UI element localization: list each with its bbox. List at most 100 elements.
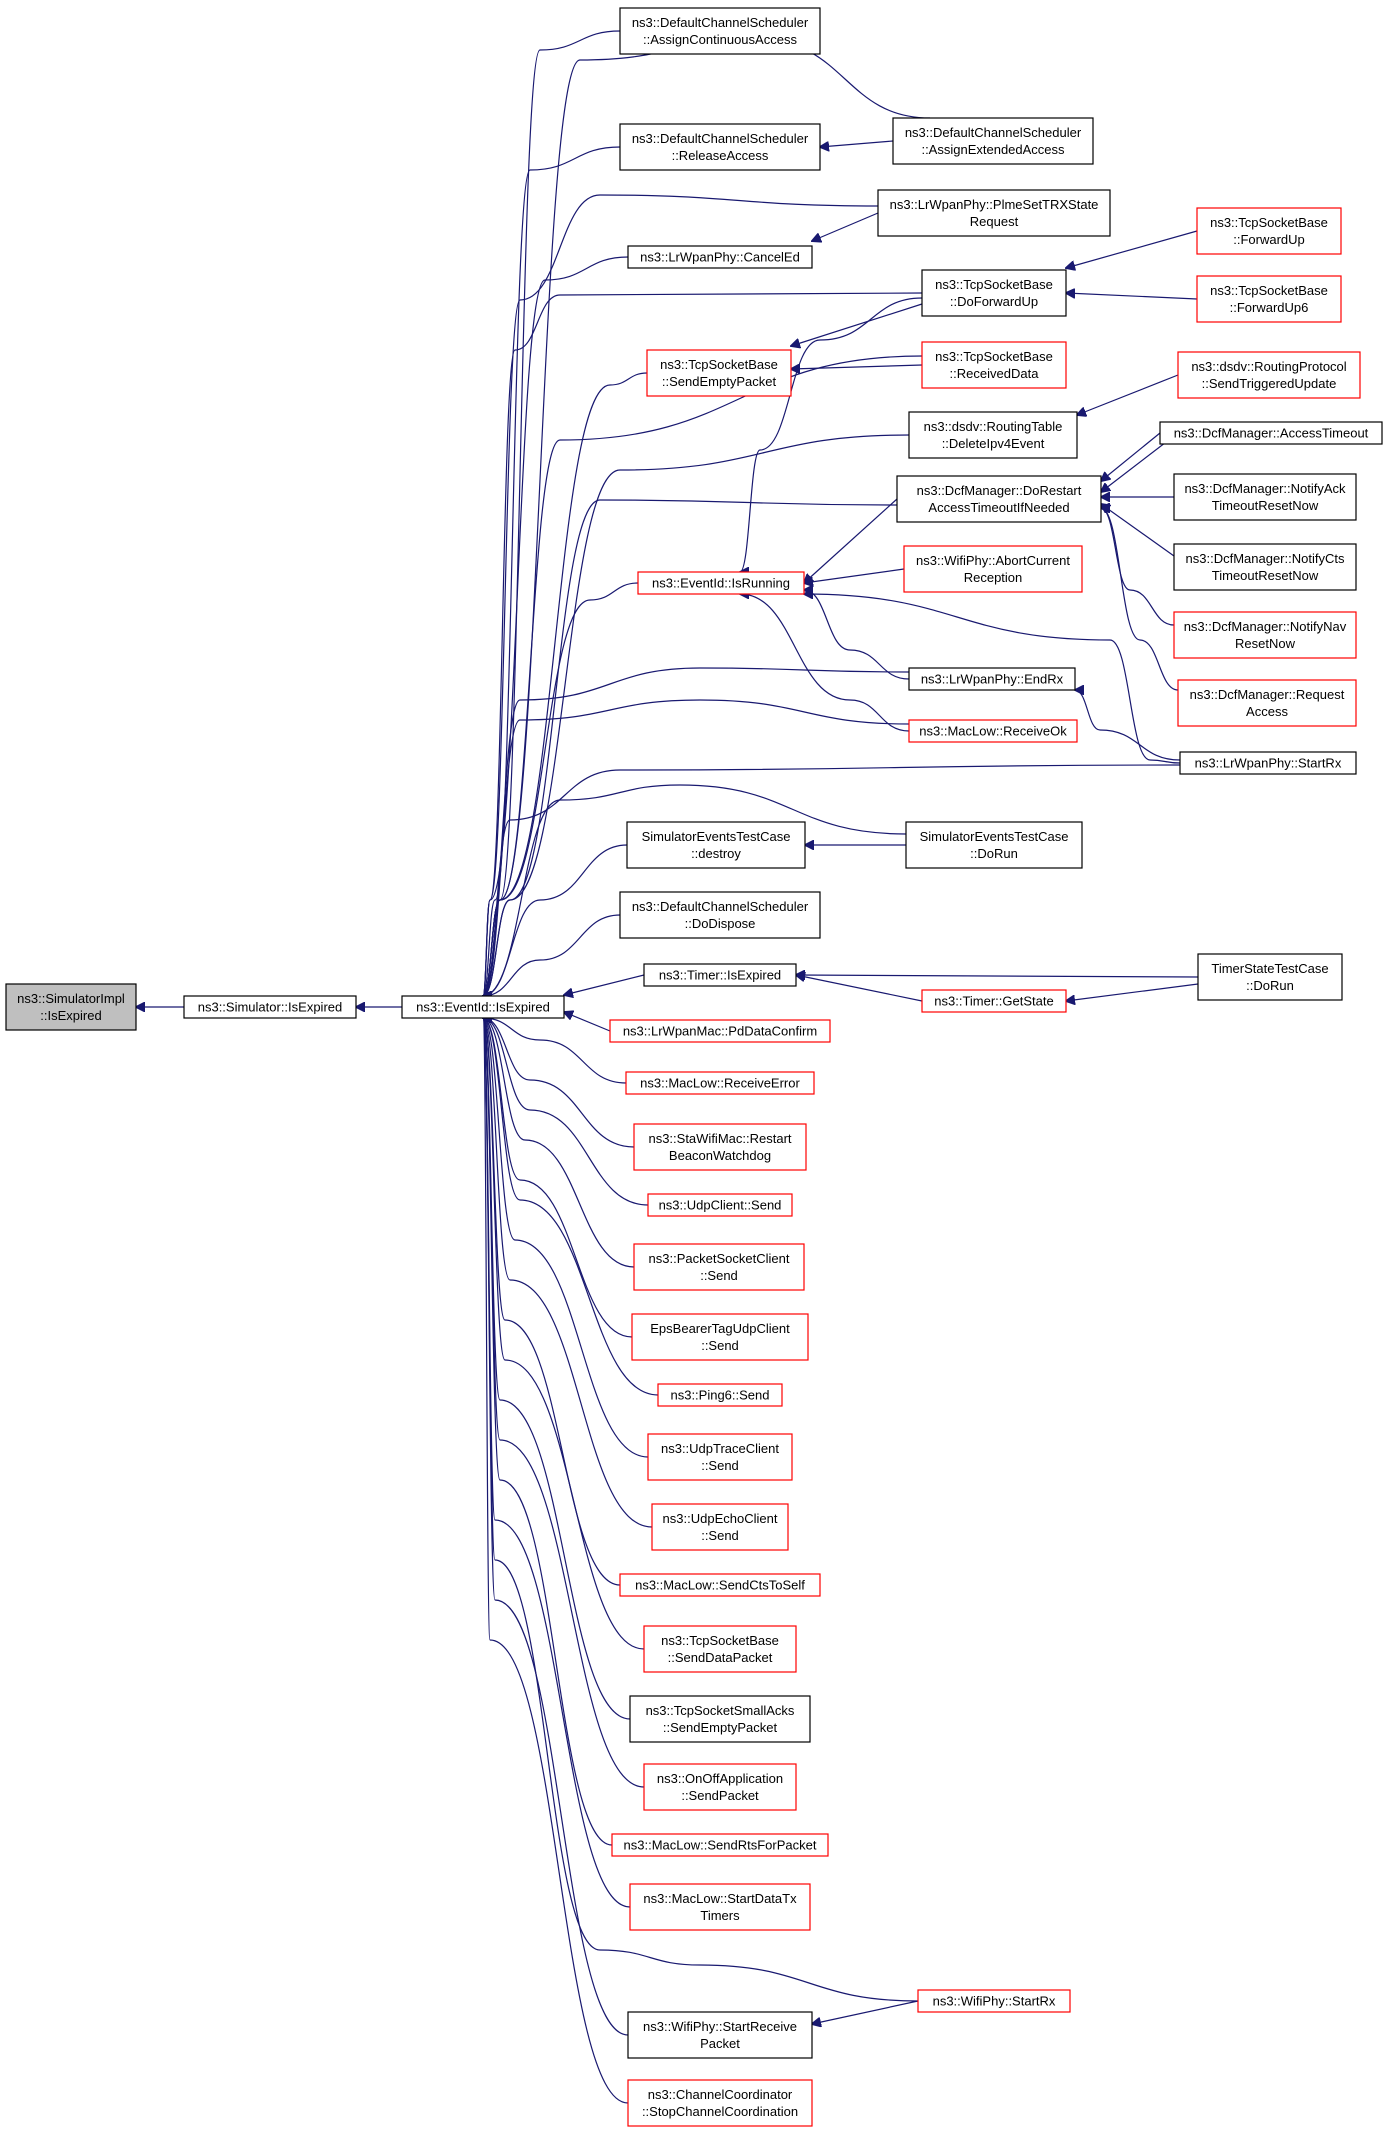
node-label: Access <box>1246 704 1288 719</box>
graph-node-utc-send[interactable]: ns3::UdpTraceClient::Send <box>647 1433 793 1481</box>
graph-node-tcp-fu6[interactable]: ns3::TcpSocketBase::ForwardUp6 <box>1196 275 1342 323</box>
graph-node-ping6-send[interactable]: ns3::Ping6::Send <box>657 1383 783 1407</box>
call-edge <box>483 1018 621 1586</box>
graph-node-dsdv-stu[interactable]: ns3::dsdv::RoutingProtocol::SendTriggere… <box>1177 351 1361 399</box>
node-label: ns3::PacketSocketClient <box>649 1251 790 1266</box>
node-box <box>1196 207 1342 255</box>
graph-node-lr-ce[interactable]: ns3::LrWpanPhy::CancelEd <box>627 245 813 269</box>
graph-node-tcp-fu[interactable]: ns3::TcpSocketBase::ForwardUp <box>1196 207 1342 255</box>
node-label: ResetNow <box>1235 636 1296 651</box>
node-box <box>657 1383 783 1407</box>
graph-node-dcs-aea[interactable]: ns3::DefaultChannelScheduler::AssignExte… <box>892 117 1094 165</box>
node-box <box>633 1123 807 1171</box>
graph-node-uec-send[interactable]: ns3::UdpEchoClient::Send <box>651 1503 789 1551</box>
node-label: ns3::OnOffApplication <box>657 1771 783 1786</box>
graph-node-timer-ie[interactable]: ns3::Timer::IsExpired <box>643 963 797 987</box>
graph-node-dcf-nc[interactable]: ns3::DcfManager::NotifyCtsTimeoutResetNo… <box>1173 543 1357 591</box>
call-edge <box>483 1018 613 1846</box>
graph-node-dcf-dr[interactable]: ns3::DcfManager::DoRestartAccessTimeoutI… <box>896 475 1102 523</box>
graph-node-se-dorun[interactable]: SimulatorEventsTestCase::DoRun <box>905 821 1083 869</box>
node-label: ns3::SimulatorImpl <box>17 991 125 1006</box>
node-label: SimulatorEventsTestCase <box>920 829 1069 844</box>
call-edge <box>564 974 645 995</box>
call-edge <box>1101 432 1161 481</box>
graph-node-lrmac-pdc[interactable]: ns3::LrWpanMac::PdDataConfirm <box>609 1019 831 1043</box>
node-box <box>5 983 137 1031</box>
node-label: TimeoutResetNow <box>1212 498 1319 513</box>
graph-node-eid-run[interactable]: ns3::EventId::IsRunning <box>637 571 805 595</box>
graph-node-se-destroy[interactable]: SimulatorEventsTestCase::destroy <box>626 821 806 869</box>
graph-node-cc-scc[interactable]: ns3::ChannelCoordinator::StopChannelCoor… <box>627 2079 813 2127</box>
node-box <box>903 545 1083 593</box>
graph-node-dcs-dd[interactable]: ns3::DefaultChannelScheduler::DoDispose <box>619 891 821 939</box>
graph-node-psc-send[interactable]: ns3::PacketSocketClient::Send <box>633 1243 805 1291</box>
node-box <box>637 571 805 595</box>
graph-node-dcf-at[interactable]: ns3::DcfManager::AccessTimeout <box>1159 421 1383 445</box>
call-edge <box>483 1018 631 1720</box>
graph-node-dsdv-del[interactable]: ns3::dsdv::RoutingTable::DeleteIpv4Event <box>908 411 1078 459</box>
call-edge <box>812 2000 919 2024</box>
node-box <box>1179 751 1357 775</box>
graph-node-udp-send[interactable]: ns3::UdpClient::Send <box>647 1193 793 1217</box>
node-label: Request <box>970 214 1019 229</box>
node-label: ns3::DefaultChannelScheduler <box>632 131 809 146</box>
graph-node-sim[interactable]: ns3::Simulator::IsExpired <box>183 995 357 1019</box>
graph-node-mac-re[interactable]: ns3::MacLow::ReceiveError <box>625 1071 815 1095</box>
graph-node-eps-send[interactable]: EpsBearerTagUdpClient::Send <box>631 1313 809 1361</box>
graph-node-mac-srts[interactable]: ns3::MacLow::SendRtsForPacket <box>611 1833 829 1857</box>
graph-node-eid[interactable]: ns3::EventId::IsExpired <box>401 995 565 1019</box>
node-label: ns3::ChannelCoordinator <box>648 2087 793 2102</box>
graph-node-lr-erx[interactable]: ns3::LrWpanPhy::EndRx <box>908 667 1076 691</box>
graph-node-dcs-aca[interactable]: ns3::DefaultChannelScheduler::AssignCont… <box>619 7 821 55</box>
graph-node-mac-scts[interactable]: ns3::MacLow::SendCtsToSelf <box>619 1573 821 1597</box>
node-box <box>1177 679 1357 727</box>
node-box <box>1159 421 1383 445</box>
graph-node-mac-rok[interactable]: ns3::MacLow::ReceiveOk <box>908 719 1078 743</box>
node-label: ::ForwardUp6 <box>1230 300 1309 315</box>
call-edge <box>483 1018 645 1650</box>
call-edge <box>1101 508 1179 691</box>
node-label: ns3::LrWpanPhy::CancelEd <box>640 250 800 265</box>
call-edge <box>483 146 621 996</box>
graph-node-onoff-sp[interactable]: ns3::OnOffApplication::SendPacket <box>643 1763 797 1811</box>
graph-node-dcf-na[interactable]: ns3::DcfManager::NotifyAckTimeoutResetNo… <box>1173 473 1357 521</box>
graph-node-timer-gs[interactable]: ns3::Timer::GetState <box>921 989 1067 1013</box>
call-edge <box>1101 435 1175 492</box>
graph-node-ts-dorun[interactable]: TimerStateTestCase::DoRun <box>1197 953 1343 1001</box>
node-label: ::DeleteIpv4Event <box>942 436 1045 451</box>
node-box <box>1177 351 1361 399</box>
node-box <box>1173 473 1357 521</box>
call-edge <box>791 365 923 369</box>
graph-node-tcpsa-sep[interactable]: ns3::TcpSocketSmallAcks::SendEmptyPacket <box>629 1695 811 1743</box>
graph-node-dcs-ra[interactable]: ns3::DefaultChannelScheduler::ReleaseAcc… <box>619 123 821 171</box>
graph-node-lr-srx[interactable]: ns3::LrWpanPhy::StartRx <box>1179 751 1357 775</box>
node-label: ::IsExpired <box>40 1008 101 1023</box>
node-box <box>401 995 565 1019</box>
node-label: Timers <box>700 1908 740 1923</box>
node-label: ns3::DefaultChannelScheduler <box>632 899 809 914</box>
graph-node-tcp-rd[interactable]: ns3::TcpSocketBase::ReceivedData <box>921 341 1067 389</box>
node-box <box>1196 275 1342 323</box>
call-edge <box>1101 504 1175 557</box>
node-box <box>627 2079 813 2127</box>
node-box <box>651 1503 789 1551</box>
node-box <box>627 2011 813 2059</box>
graph-node-tcp-dfu[interactable]: ns3::TcpSocketBase::DoForwardUp <box>921 269 1067 317</box>
graph-node-tcp-sep[interactable]: ns3::TcpSocketBase::SendEmptyPacket <box>646 349 792 397</box>
graph-node-tcp-sdp[interactable]: ns3::TcpSocketBase::SendDataPacket <box>643 1625 797 1673</box>
call-edge <box>1066 983 1199 1001</box>
node-box <box>633 1243 805 1291</box>
node-label: ns3::LrWpanPhy::PlmeSetTRXState <box>890 197 1099 212</box>
node-label: ns3::Ping6::Send <box>670 1388 769 1403</box>
node-label: ns3::TcpSocketBase <box>661 1633 779 1648</box>
graph-node-wifi-srx[interactable]: ns3::WifiPhy::StartRx <box>917 1989 1071 2013</box>
call-edge <box>483 1018 633 1338</box>
node-box <box>921 269 1067 317</box>
